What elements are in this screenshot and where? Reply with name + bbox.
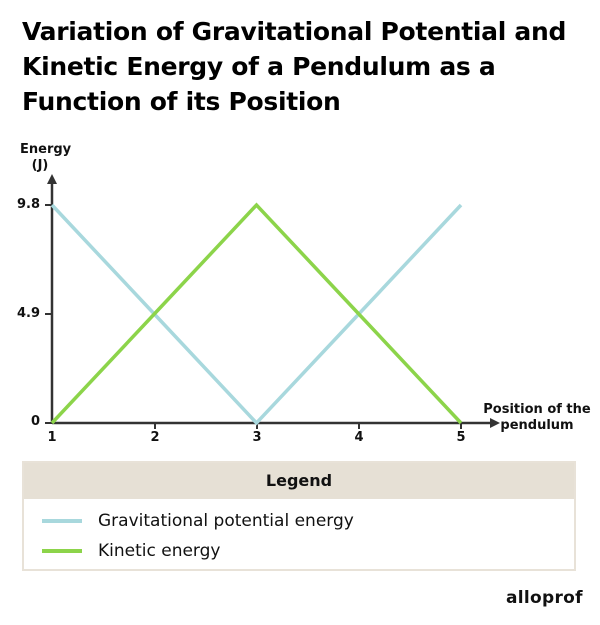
legend-item-potential: Gravitational potential energy bbox=[42, 507, 354, 535]
ytick-label-4.9: 4.9 bbox=[16, 306, 40, 321]
legend-label-kinetic: Kinetic energy bbox=[98, 541, 221, 561]
xtick-label-1: 1 bbox=[47, 430, 57, 445]
x-axis-label: Position of the pendulum bbox=[478, 402, 596, 434]
series-line-potential bbox=[50, 203, 463, 426]
legend: Legend Gravitational potential energy Ki… bbox=[22, 461, 576, 571]
x-axis-label-line1: Position of the bbox=[483, 402, 591, 417]
legend-label-potential: Gravitational potential energy bbox=[98, 511, 354, 531]
chart-plot-area bbox=[45, 174, 500, 429]
xtick-label-5: 5 bbox=[456, 430, 466, 445]
legend-title: Legend bbox=[24, 463, 574, 499]
y-axis-arrow-icon bbox=[47, 174, 57, 184]
y-axis-label-line1: Energy bbox=[20, 142, 72, 157]
legend-swatch-potential bbox=[42, 519, 82, 523]
xtick-label-2: 2 bbox=[150, 430, 160, 445]
y-axis-label: Energy (J) bbox=[20, 142, 72, 174]
ytick-label-9.8: 9.8 bbox=[16, 197, 40, 212]
xtick-label-4: 4 bbox=[354, 430, 364, 445]
y-axis-label-line2: (J) bbox=[31, 158, 49, 173]
x-axis-label-line2: pendulum bbox=[500, 418, 574, 433]
alloprof-logo: alloprof bbox=[506, 588, 583, 608]
ytick-label-0: 0 bbox=[30, 414, 40, 429]
xtick-label-3: 3 bbox=[252, 430, 262, 445]
legend-swatch-kinetic bbox=[42, 549, 82, 553]
series-line-kinetic bbox=[50, 202, 463, 425]
legend-item-kinetic: Kinetic energy bbox=[42, 537, 220, 565]
chart-title: Variation of Gravitational Potential and… bbox=[22, 17, 567, 116]
x-axis-arrow-icon bbox=[490, 418, 500, 428]
